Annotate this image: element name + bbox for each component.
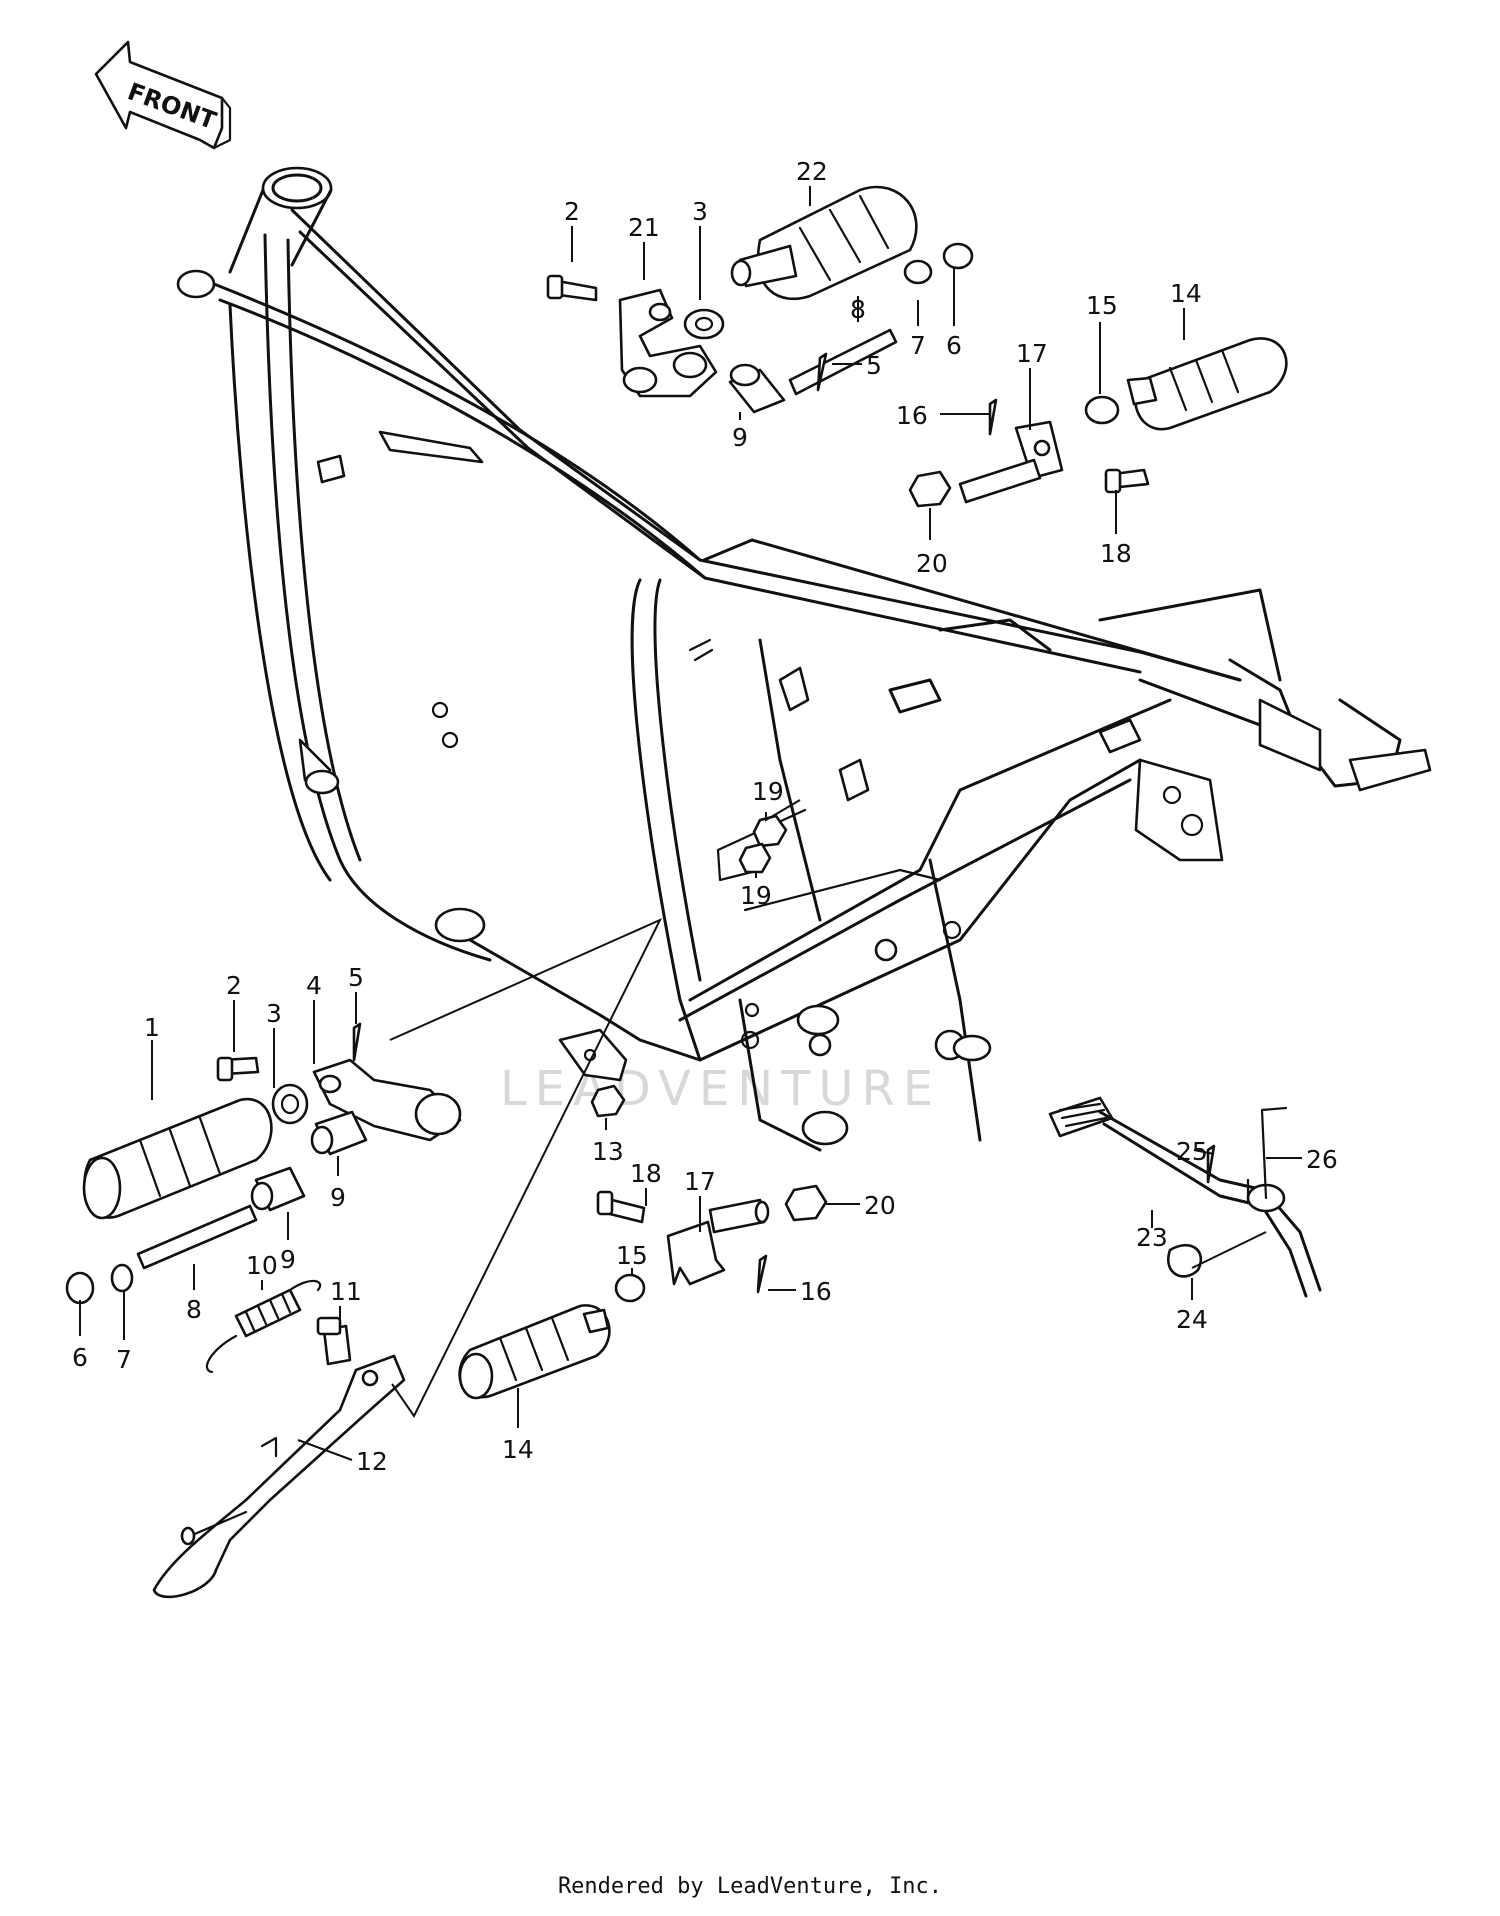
callout-numbers: 2 21 3 22 8 7 6 5 9 14 15 17 16 18 20 19… [72, 157, 1338, 1476]
callout-16-top: 16 [896, 401, 928, 430]
callout-14-bot: 14 [502, 1435, 534, 1464]
pin-8-top [788, 328, 898, 396]
leader-lines [79, 186, 1302, 1461]
nut-20-top [908, 470, 952, 508]
cotter-25 [1206, 1144, 1216, 1184]
rear-footpeg-assembly-top-right [908, 337, 1288, 508]
callout-20-bot: 20 [864, 1191, 896, 1220]
callout-23: 23 [1136, 1223, 1168, 1252]
callout-7-top: 7 [910, 331, 926, 360]
callout-15-bot: 15 [616, 1241, 648, 1270]
callout-7-bot: 7 [116, 1345, 132, 1374]
nut-20-bot [784, 1184, 828, 1222]
callout-25: 25 [1176, 1137, 1208, 1166]
callout-17-bot: 17 [684, 1167, 716, 1196]
front-footpeg-assembly [65, 1022, 462, 1599]
washer-15-top [1084, 395, 1120, 425]
nuts-19 [738, 814, 788, 874]
callout-19-a: 19 [752, 777, 784, 806]
callout-16-bot: 16 [800, 1277, 832, 1306]
washer-3-bot [271, 1083, 309, 1125]
footpeg-rubber-14-top [1134, 337, 1288, 431]
footer-credit: Rendered by LeadVenture, Inc. [557, 1874, 943, 1899]
washer-7-top [903, 259, 933, 285]
callout-21: 21 [628, 213, 660, 242]
callout-5-top: 5 [866, 351, 882, 380]
callout-8-top: 8 [850, 295, 866, 324]
callout-18-top: 18 [1100, 539, 1132, 568]
callout-15-top: 15 [1086, 291, 1118, 320]
callout-12: 12 [356, 1447, 388, 1476]
callout-8-bot: 8 [186, 1295, 202, 1324]
brake-pedal-assembly [1048, 1096, 1322, 1298]
bracket-17-bot [666, 1220, 726, 1286]
pin-8-bot [136, 1204, 258, 1270]
watermark: LEADVENTURE [500, 1061, 941, 1117]
rod-26 [1246, 1106, 1288, 1202]
callout-5-bot: 5 [348, 963, 364, 992]
cotter-16-bot [756, 1254, 768, 1294]
callout-9-bot-a: 9 [280, 1245, 296, 1274]
callout-24: 24 [1176, 1305, 1208, 1334]
callout-10: 10 [246, 1251, 278, 1280]
spring-24 [1167, 1244, 1203, 1278]
washer-7-bot [110, 1263, 134, 1293]
cotter-5-top [816, 352, 828, 392]
callout-1: 1 [144, 1013, 160, 1042]
callout-2-top: 2 [564, 197, 580, 226]
callout-14-top: 14 [1170, 279, 1202, 308]
callout-18-bot: 18 [630, 1159, 662, 1188]
callout-2-bot: 2 [226, 971, 242, 1000]
washer-15-bot [614, 1273, 646, 1303]
rear-footpeg-bracket-assembly-top [546, 185, 974, 414]
callout-6-bot: 6 [72, 1343, 88, 1372]
callout-13: 13 [592, 1137, 624, 1166]
side-stand-12 [152, 1354, 406, 1599]
front-arrow: FRONT [94, 40, 232, 150]
footpeg-rubber-22 [756, 185, 918, 301]
callout-9-bot-b: 9 [330, 1183, 346, 1212]
nut-6-bot [65, 1271, 95, 1305]
callout-11: 11 [330, 1277, 362, 1306]
motorcycle-frame [176, 166, 1432, 1152]
callout-6-top: 6 [946, 331, 962, 360]
callout-26: 26 [1306, 1145, 1338, 1174]
callout-19-b: 19 [740, 881, 772, 910]
callout-20-top: 20 [916, 549, 948, 578]
rear-footpeg-assembly-bottom [458, 1084, 828, 1400]
cotter-16-top [988, 398, 998, 436]
callout-4: 4 [306, 971, 322, 1000]
callout-3-bot: 3 [266, 999, 282, 1028]
callout-17-top: 17 [1016, 339, 1048, 368]
callout-3-top: 3 [692, 197, 708, 226]
brake-pedal-23 [1048, 1096, 1114, 1138]
nut-13 [590, 1084, 626, 1118]
nut-6-top [942, 242, 974, 270]
cotter-5-bot [352, 1022, 362, 1062]
washer-3-top [683, 308, 725, 340]
callout-22: 22 [796, 157, 828, 186]
callout-9-top: 9 [732, 423, 748, 452]
